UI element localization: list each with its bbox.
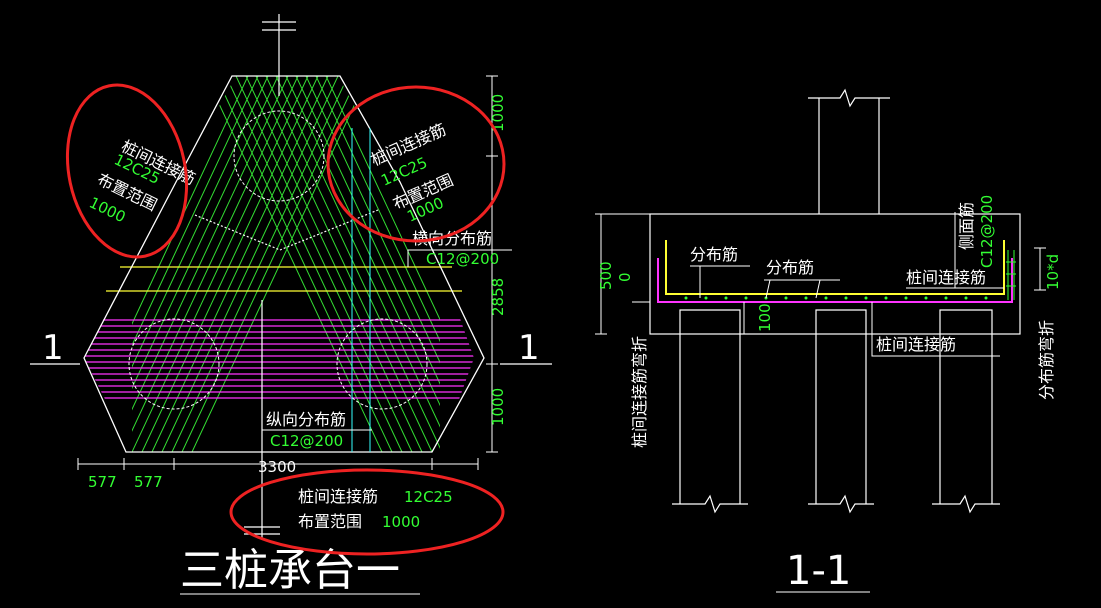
pile-connect-bottom: 桩间连接筋 xyxy=(876,335,956,354)
vertical-dimension xyxy=(486,75,498,453)
horizontal-dimension xyxy=(77,458,479,470)
pile-connect-label: 桩间连接筋 xyxy=(906,268,986,287)
bottom-spec-1: 12C25 xyxy=(404,488,453,506)
right-vertical-label: 分布筋弯折 xyxy=(1037,320,1056,400)
cyan-reference-lines xyxy=(351,128,371,452)
section-rebar-dots xyxy=(684,296,988,300)
pile-connect-rebar-band-right xyxy=(132,76,369,452)
side-rebar-spec: C12@200 xyxy=(978,195,996,268)
section-mark-right-text: 1 xyxy=(518,328,540,368)
pile-circles xyxy=(128,110,428,410)
arrangement-range-lines xyxy=(194,209,379,251)
section-cap xyxy=(649,213,1021,335)
bottom-spec-2: 1000 xyxy=(382,513,420,531)
longitudinal-label: 纵向分布筋 xyxy=(266,410,346,429)
top-break-line xyxy=(262,14,296,96)
dist-label-1: 分布筋 xyxy=(690,245,738,264)
side-rebar xyxy=(1006,250,1016,300)
section-yellow-rebar xyxy=(665,240,1005,295)
dim-100: 100 xyxy=(756,303,774,332)
pile-cap-outline xyxy=(83,75,485,453)
annotation-circle-left xyxy=(65,83,189,259)
plan-view: 1 1 1000 2858 1000 577 577 3300 xyxy=(30,14,552,596)
dist-label-2: 分布筋 xyxy=(766,258,814,277)
section-left-dimension xyxy=(595,213,745,335)
column xyxy=(808,88,890,214)
section-leaders xyxy=(690,212,1004,357)
transverse-label: 横向分布筋 xyxy=(412,229,492,248)
section-marker-left: 1 xyxy=(30,328,80,368)
section-right-dimension xyxy=(1034,247,1046,291)
dim-2858: 2858 xyxy=(489,278,507,316)
dim-1000-bottom: 1000 xyxy=(489,388,507,426)
section-piles xyxy=(672,309,1000,514)
section-mark-left-text: 1 xyxy=(42,328,64,368)
transverse-leader xyxy=(407,249,512,267)
dim-3300: 3300 xyxy=(258,458,296,476)
dim-1000-top: 1000 xyxy=(489,94,507,132)
transverse-spec: C12@200 xyxy=(426,250,499,268)
dim-10d: 10*d xyxy=(1044,254,1062,290)
annotation-circle-right xyxy=(326,85,506,243)
transverse-distribution-rebar xyxy=(106,266,462,292)
section-marker-right: 1 xyxy=(500,328,552,368)
dim-577-b: 577 xyxy=(134,473,163,491)
annotation-circles xyxy=(65,83,506,556)
pile-bottom-left xyxy=(128,318,220,410)
pile-connect-rebar-band-left xyxy=(205,76,440,452)
pile-bottom-right xyxy=(336,318,428,410)
pile-top xyxy=(233,110,325,202)
dim-0: 0 xyxy=(616,272,634,282)
section-magenta-rebar xyxy=(657,258,1013,303)
left-vertical-label: 桩间连接筋弯折 xyxy=(630,336,649,448)
bottom-label-1: 桩间连接筋 xyxy=(298,487,378,506)
bottom-label-2: 布置范围 xyxy=(298,512,362,531)
annotation-circle-bottom xyxy=(229,468,505,556)
section-title: 1-1 xyxy=(786,548,851,594)
section-view: 500 0 100 10*d 分布筋 分布筋 桩间连接筋 桩间连接筋 侧面筋 C… xyxy=(595,88,1062,594)
side-rebar-label: 侧面筋 xyxy=(957,202,976,250)
longitudinal-spec: C12@200 xyxy=(270,432,343,450)
dim-500: 500 xyxy=(597,261,615,290)
dim-577-a: 577 xyxy=(88,473,117,491)
